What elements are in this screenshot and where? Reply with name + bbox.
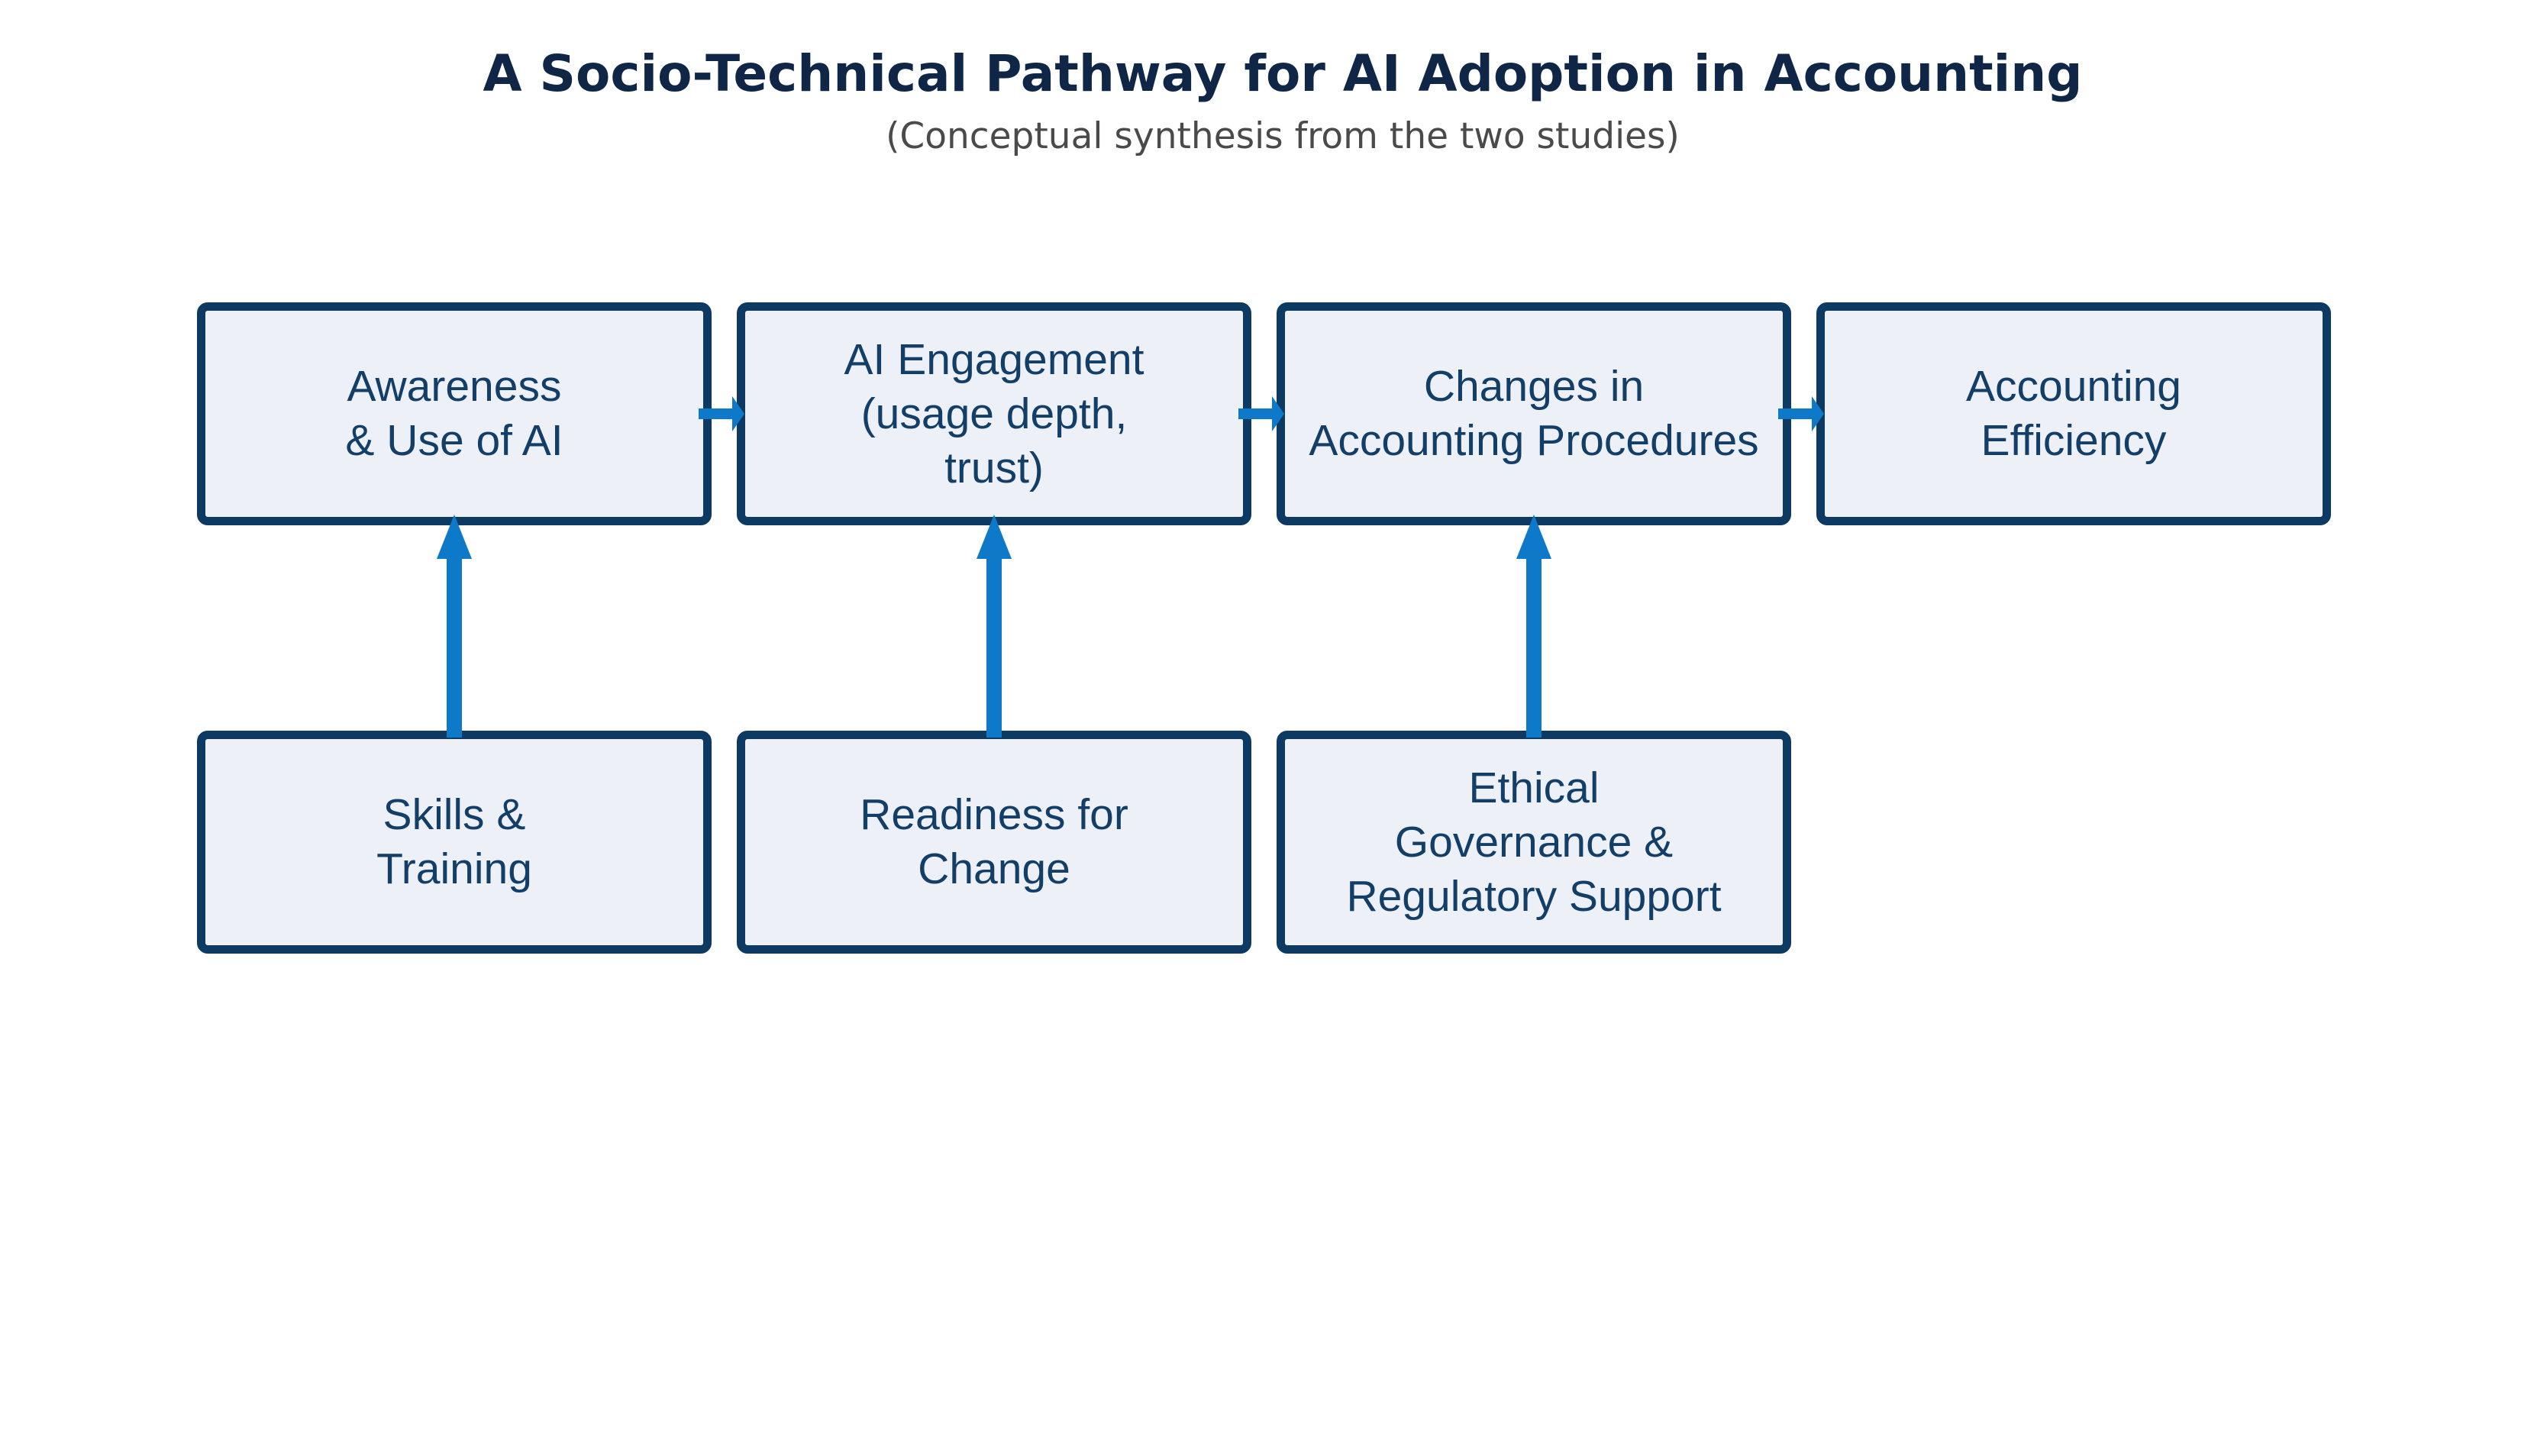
box-label: Awareness & Use of AI [345, 362, 563, 465]
box-ai-engagement: AI Engagement (usage depth, trust) [737, 302, 1251, 525]
arrow-shaft [1526, 558, 1542, 738]
arrow-governance-to-changes [1516, 515, 1551, 738]
arrow-engagement-to-changes [1238, 396, 1284, 431]
arrow-skills-to-awareness [437, 515, 472, 738]
arrow-awareness-to-engagement [699, 396, 744, 431]
up-arrowhead-icon [437, 515, 472, 559]
figure-title: A Socio-Technical Pathway for AI Adoptio… [483, 44, 2083, 103]
arrow-readiness-to-engagement [977, 515, 1012, 738]
arrow-shaft [1778, 408, 1812, 419]
box-ethical-governance-regulatory-support: Ethical Governance & Regulatory Support [1277, 731, 1791, 954]
arrow-changes-to-efficiency [1778, 396, 1824, 431]
box-changes-in-accounting-procedures: Changes in Accounting Procedures [1277, 302, 1791, 525]
box-label: Accounting Efficiency [1965, 362, 2182, 465]
box-awareness-use-of-ai: Awareness & Use of AI [197, 302, 712, 525]
box-skills-training: Skills & Training [197, 731, 712, 954]
arrow-shaft [699, 408, 732, 419]
box-label: Ethical Governance & Regulatory Support [1346, 763, 1722, 921]
up-arrowhead-icon [1516, 515, 1551, 559]
arrow-shaft [1238, 408, 1272, 419]
box-label: Readiness for Change [860, 790, 1128, 893]
box-label: Skills & Training [376, 790, 532, 893]
up-arrowhead-icon [977, 515, 1012, 559]
box-label: Changes in Accounting Procedures [1309, 362, 1759, 465]
box-label: AI Engagement (usage depth, trust) [844, 334, 1144, 492]
arrow-shaft [447, 558, 462, 738]
figure-subtitle: (Conceptual synthesis from the two studi… [886, 115, 1680, 157]
box-readiness-for-change: Readiness for Change [737, 731, 1251, 954]
right-arrowhead-icon [1272, 396, 1284, 431]
right-arrowhead-icon [732, 396, 744, 431]
arrow-shaft [986, 558, 1002, 738]
box-accounting-efficiency: Accounting Efficiency [1816, 302, 2331, 525]
right-arrowhead-icon [1812, 396, 1824, 431]
